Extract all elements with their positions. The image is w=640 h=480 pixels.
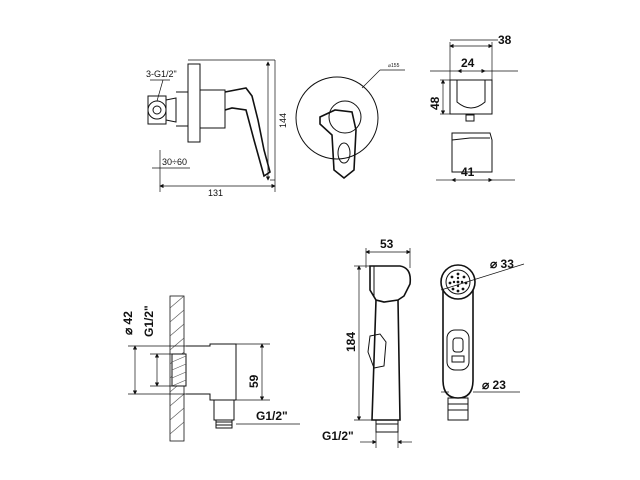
overall-width-label: 131 bbox=[208, 188, 223, 198]
holder-overall-width-label: 38 bbox=[498, 33, 512, 47]
inlet-thread-label: 3-G1/2" bbox=[146, 69, 177, 79]
wall-outlet-view: ⌀ 42 G1/2" 59 G1/2" bbox=[121, 295, 300, 442]
shower-width-label: 53 bbox=[380, 237, 394, 251]
holder-height-label: 48 bbox=[428, 96, 442, 110]
outlet-height-label: 59 bbox=[247, 374, 261, 388]
outlet-thread-label: G1/2" bbox=[256, 409, 288, 423]
holder-views: 38 24 48 41 bbox=[428, 33, 518, 183]
holder-base-label: 41 bbox=[461, 165, 475, 179]
shower-head-diameter-label: ⌀ 33 bbox=[490, 257, 514, 271]
hand-shower-front-view: ⌀ 33 ⌀ 23 bbox=[440, 257, 525, 421]
overall-height-label: 144 bbox=[278, 113, 288, 128]
holder-inner-width-label: 24 bbox=[461, 56, 475, 70]
shower-length-label: 184 bbox=[344, 332, 358, 352]
wall-depth-label: 30÷60 bbox=[162, 157, 187, 167]
mixer-front-view: ⌀155 bbox=[295, 63, 405, 180]
rosette-diameter-label: ⌀155 bbox=[388, 63, 400, 69]
shower-body-diameter-label: ⌀ 23 bbox=[482, 378, 506, 392]
shower-thread-label: G1/2" bbox=[322, 429, 354, 443]
mixer-side-view: 3-G1/2" 30÷60 131 144 bbox=[146, 59, 288, 198]
hand-shower-side-view: 53 184 G1/2" bbox=[322, 237, 412, 448]
outlet-inlet-thread-label: G1/2" bbox=[142, 305, 156, 337]
outlet-diameter-label: ⌀ 42 bbox=[121, 311, 135, 335]
